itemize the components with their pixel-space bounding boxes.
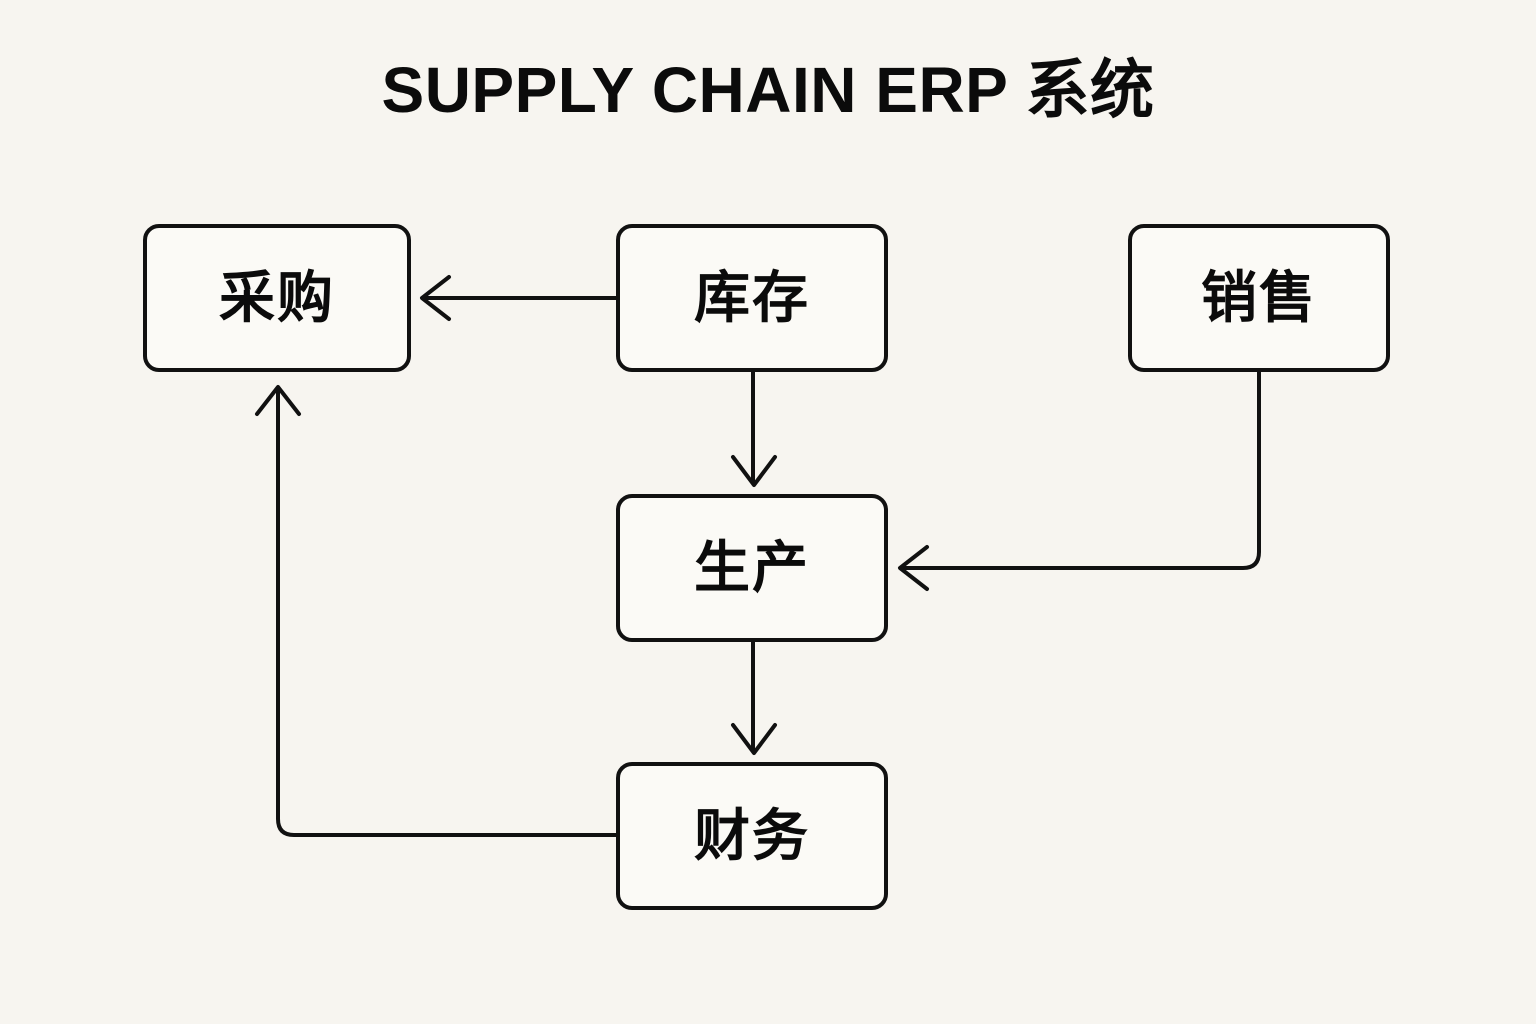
page-title: SUPPLY CHAIN ERP 系统 [381, 54, 1155, 126]
node-finance[interactable]: 财务 [616, 762, 888, 910]
node-production-label: 生产 [694, 536, 810, 599]
node-sales[interactable]: 销售 [1128, 224, 1390, 372]
edge-inventory-to-procurement [420, 275, 616, 321]
edge-production-to-finance [731, 642, 777, 755]
node-finance-label: 财务 [694, 804, 810, 867]
node-inventory[interactable]: 库存 [616, 224, 888, 372]
node-procurement[interactable]: 采购 [143, 224, 411, 372]
node-procurement-label: 采购 [219, 266, 335, 329]
edge-inventory-to-production [731, 372, 777, 487]
node-inventory-label: 库存 [694, 266, 810, 329]
node-production[interactable]: 生产 [616, 494, 888, 642]
node-sales-label: 销售 [1201, 266, 1317, 329]
edge-sales-to-production [898, 372, 1261, 591]
edge-finance-to-procurement [255, 385, 616, 837]
